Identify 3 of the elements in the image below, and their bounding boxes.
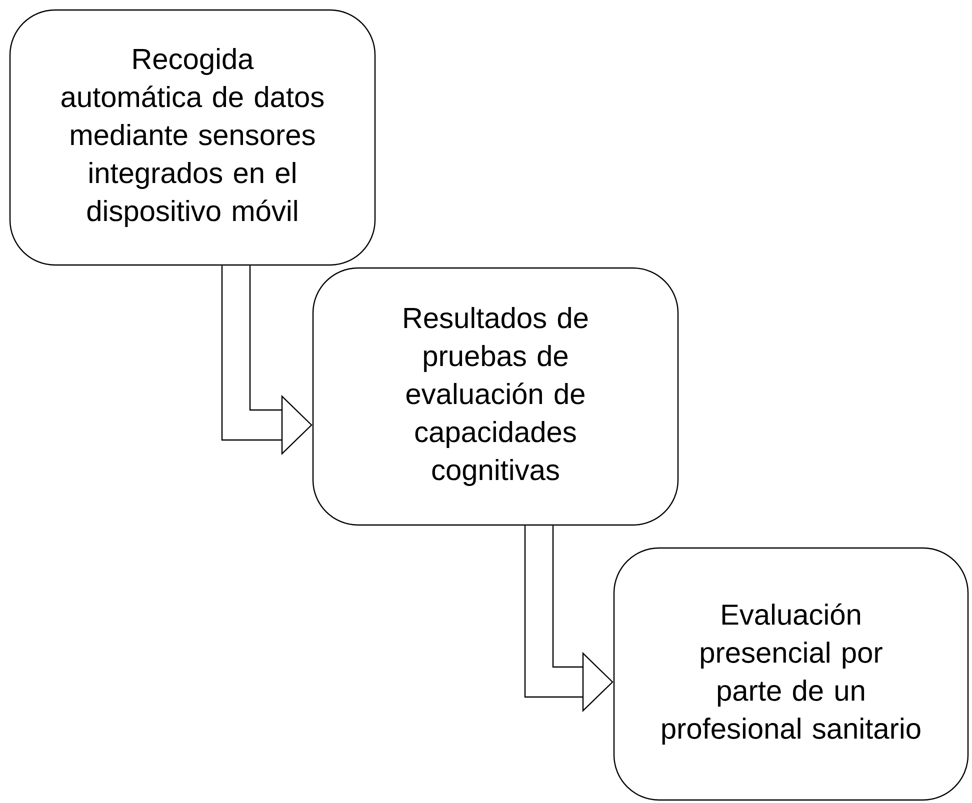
process-box: Recogida automática de datos mediante sensores integrados en el dispositivo móvil [9,9,376,266]
process-box: Resultados de pruebas de evaluación de capacidades cognitivas [312,267,679,526]
process-box: Evaluación presencial por parte de un profesional sanitario [613,547,969,801]
